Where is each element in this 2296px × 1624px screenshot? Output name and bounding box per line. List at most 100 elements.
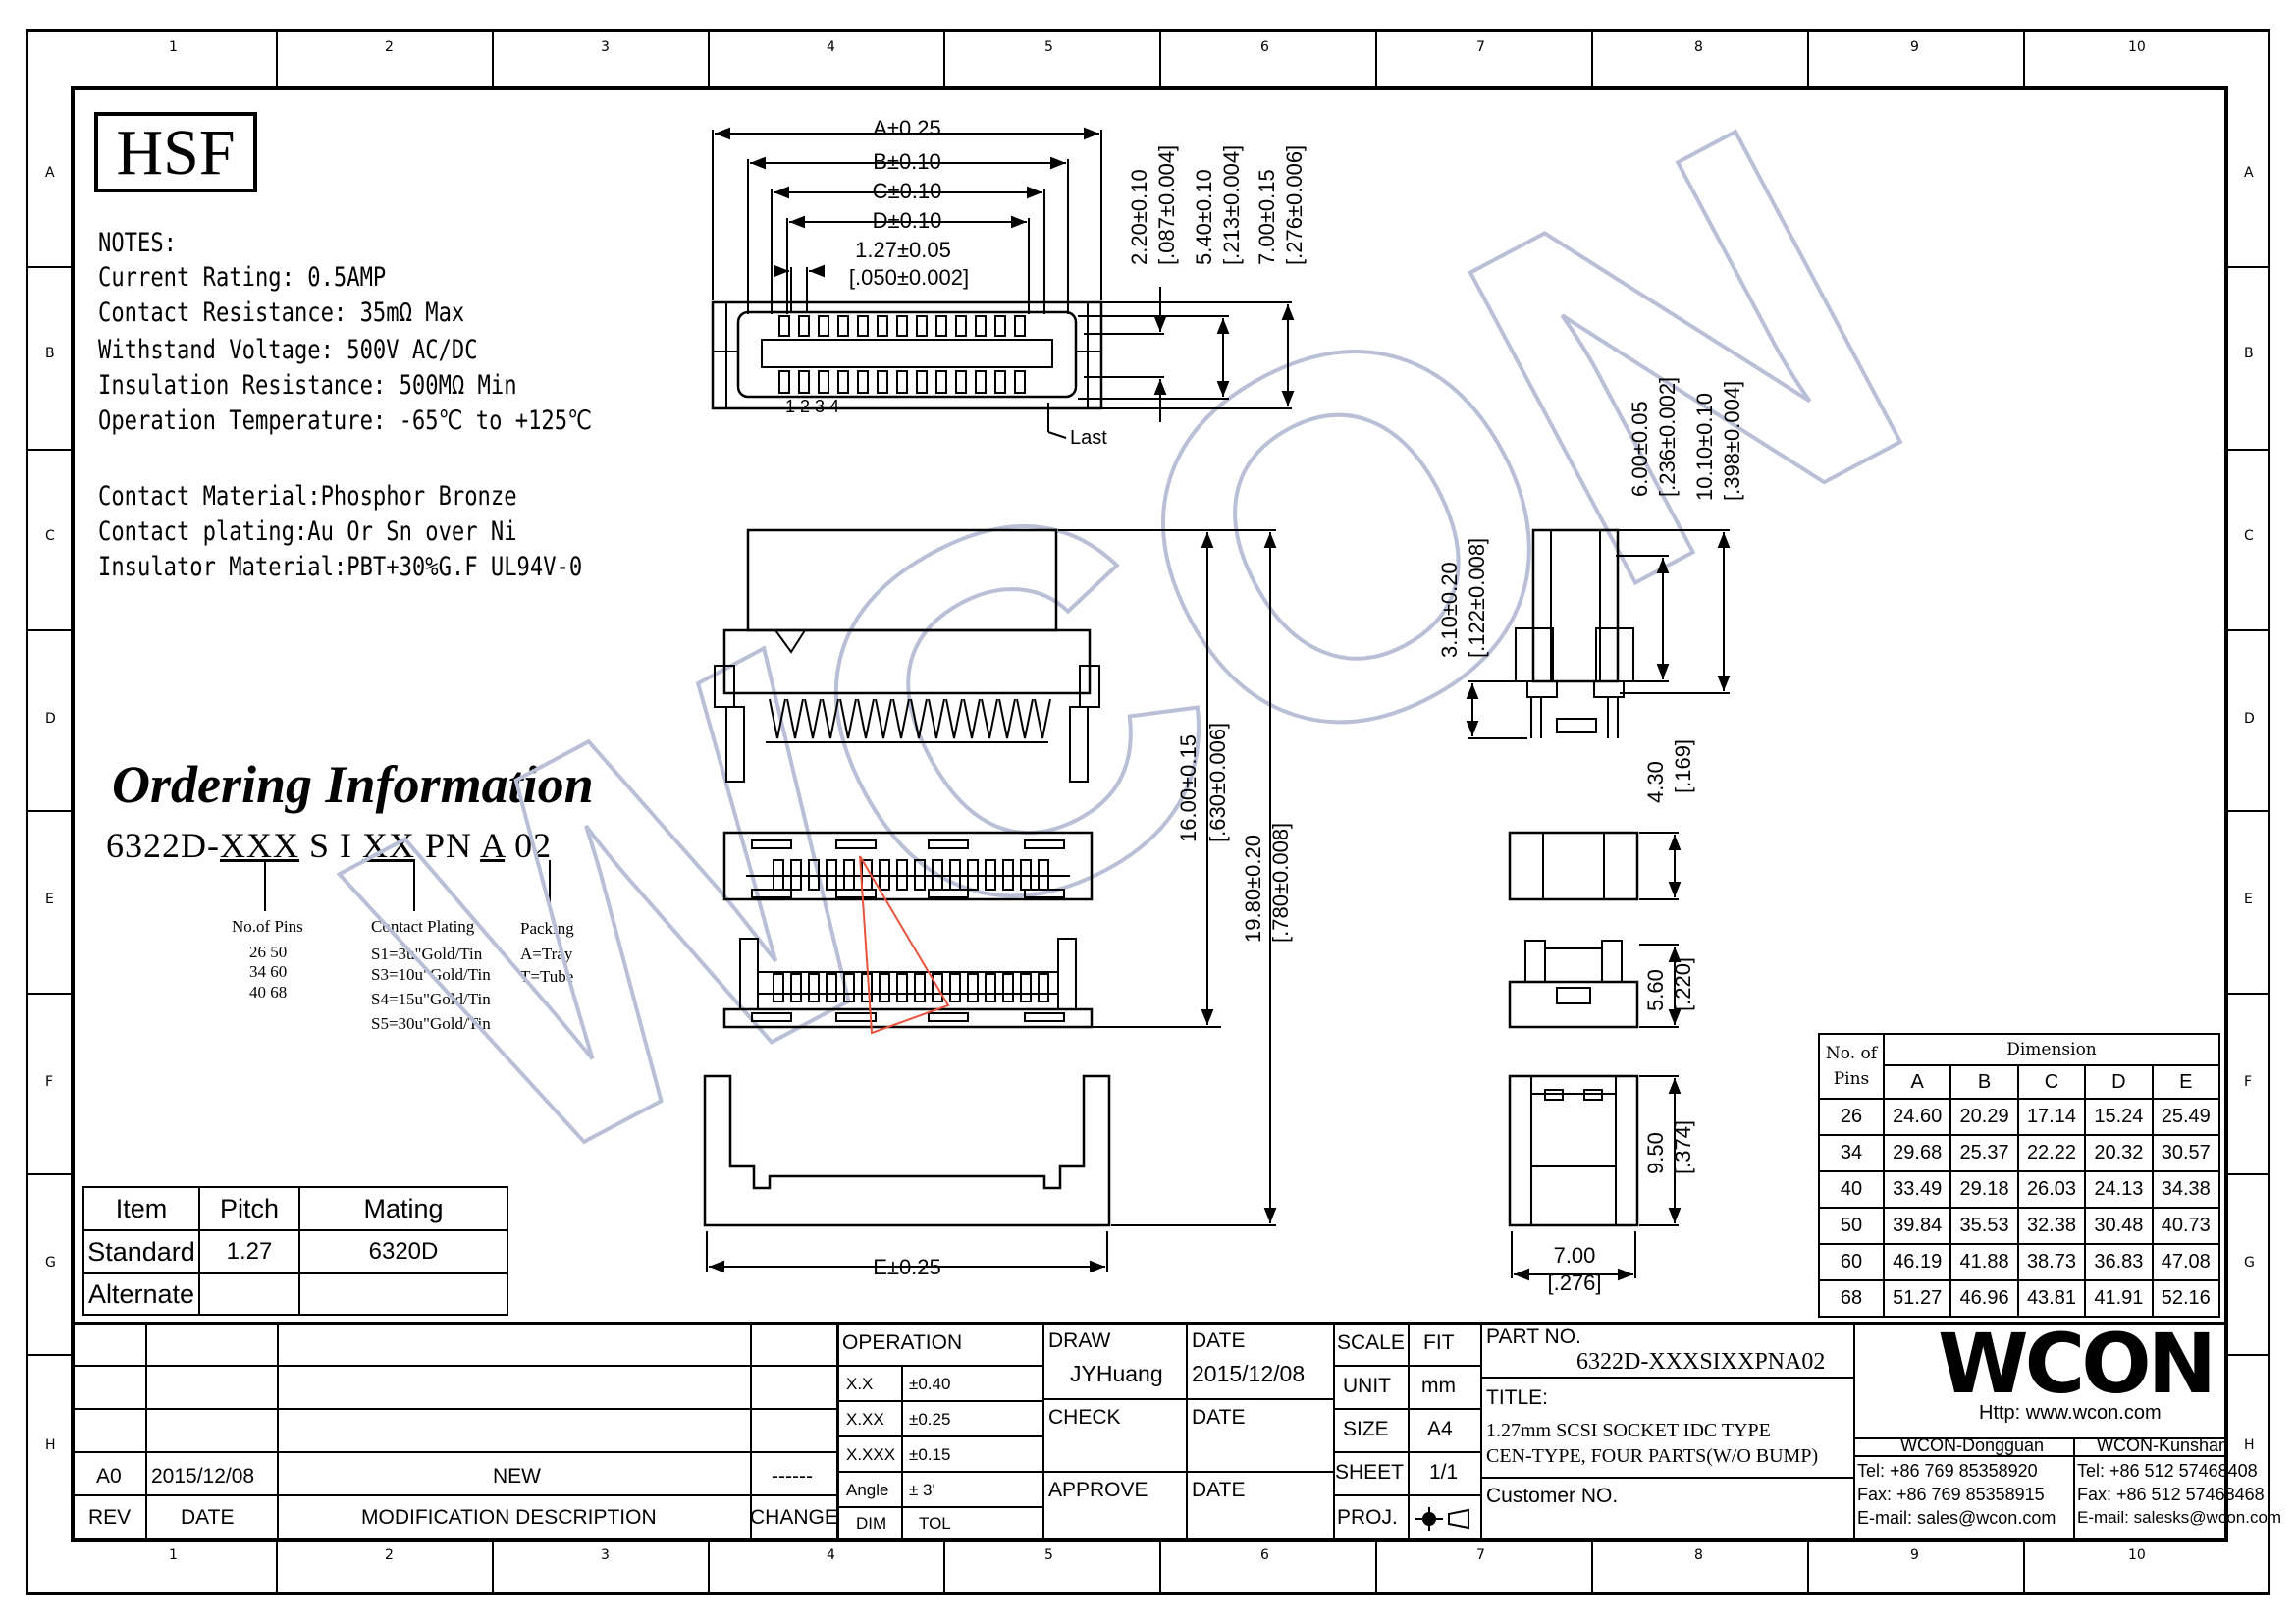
cover-slot — [928, 889, 969, 898]
zone-row-label: B — [45, 346, 55, 361]
body-slot — [751, 1012, 792, 1022]
contact-pin — [955, 370, 967, 394]
contact-tooth — [914, 973, 926, 1002]
tolerance-dim: Angle — [846, 1481, 889, 1499]
pins-header-line: Pins — [1833, 1069, 1870, 1089]
note-line: Current Rating: 0.5AMP — [98, 262, 387, 293]
top-view — [711, 300, 1103, 410]
pins-row: 26 50 — [249, 943, 288, 961]
contact-tooth — [985, 973, 996, 1002]
code-pins: XXX — [220, 826, 299, 865]
contact-tooth — [896, 859, 908, 891]
table-cell — [198, 1272, 300, 1316]
contact-tooth — [1002, 973, 1014, 1002]
contact-tooth — [932, 973, 943, 1002]
zone-row-label: G — [45, 1255, 56, 1271]
side-view-body — [1508, 940, 1682, 1029]
cover-part — [722, 831, 1094, 901]
table-cell: 20.32 — [2084, 1134, 2154, 1172]
zone-column-label: 10 — [2128, 1547, 2146, 1563]
zone-column-label: 9 — [1910, 39, 1919, 55]
table-cell: 41.91 — [2084, 1279, 2154, 1318]
unit-label: UNIT — [1343, 1375, 1391, 1397]
kunshan-tel: Tel: +86 512 57468408 — [2077, 1461, 2258, 1481]
contact-pin — [975, 315, 987, 337]
pins-row: 34 60 — [249, 962, 288, 981]
side-view-cover — [1508, 831, 1682, 901]
pins-label: No.of Pins — [232, 917, 303, 936]
dim-vertical: [.213±0.004] — [1219, 145, 1244, 265]
front-view — [714, 528, 1100, 783]
contact-tooth — [879, 973, 890, 1002]
contact-tooth — [808, 973, 820, 1002]
dim-d: D±0.10 — [873, 208, 942, 233]
contact-tooth — [1002, 859, 1014, 891]
table-cell: 17.14 — [2016, 1098, 2087, 1136]
code-prefix: 6322D- — [106, 826, 220, 865]
pins-row: 40 68 — [249, 983, 288, 1001]
base-part — [703, 1074, 1111, 1273]
dim-vertical: 5.60 — [1643, 969, 1668, 1011]
sheet-label: SHEET — [1335, 1461, 1405, 1484]
table-cell: 30.57 — [2151, 1134, 2221, 1172]
dim-width: [.276] — [1547, 1271, 1601, 1295]
inner-frame — [71, 86, 2228, 1542]
contact-tooth — [932, 859, 943, 891]
table-cell: 22.22 — [2016, 1134, 2087, 1172]
table-cell: 24.60 — [1882, 1098, 1952, 1136]
item-header: Item — [82, 1186, 200, 1231]
contact-tooth — [985, 859, 996, 891]
zone-row-label: C — [45, 528, 55, 544]
table-cell: 29.18 — [1949, 1170, 2019, 1209]
contact-tooth — [981, 698, 998, 739]
table-cell — [298, 1272, 508, 1316]
contact-tooth — [808, 859, 820, 891]
table-cell: 60 — [1818, 1243, 1885, 1281]
table-cell: 40.73 — [2151, 1207, 2221, 1245]
contact-tooth — [1038, 973, 1049, 1002]
cover-slot — [751, 889, 792, 898]
contact-tooth — [843, 973, 855, 1002]
dimension-column-header: C — [2016, 1064, 2087, 1100]
material-line: Contact Material:Phosphor Bronze — [98, 481, 517, 512]
unit-value: mm — [1421, 1375, 1456, 1397]
table-cell: 41.88 — [1949, 1243, 2019, 1281]
zone-column-label: 3 — [601, 1547, 610, 1563]
zone-row-label: H — [45, 1437, 56, 1453]
table-cell: 26 — [1818, 1098, 1885, 1136]
contact-tooth — [963, 698, 981, 739]
dim-vertical: [.220] — [1671, 957, 1695, 1011]
dim-vertical: [.169] — [1671, 739, 1695, 793]
table-cell: 68 — [1818, 1279, 1885, 1318]
zone-column-label: 5 — [1044, 39, 1053, 55]
zone-row-label: B — [2244, 346, 2254, 361]
tolerance-dim: X.XXX — [846, 1445, 896, 1464]
table-cell: 20.29 — [1949, 1098, 2019, 1136]
dim-vertical: 10.10±0.10 — [1692, 393, 1717, 501]
table-cell: 26.03 — [2016, 1170, 2087, 1209]
material-line: Insulator Material:PBT+30%G.F UL94V-0 — [98, 552, 583, 582]
contact-tooth — [896, 973, 908, 1002]
zone-column-label: 2 — [385, 39, 394, 55]
contact-tooth — [773, 973, 784, 1002]
part-number: 6322D-XXXSIXXPNA02 — [1576, 1349, 1826, 1375]
last-label: Last — [1070, 427, 1107, 449]
table-cell: 40 — [1818, 1170, 1885, 1209]
zone-row-label: D — [2244, 711, 2255, 727]
contact-pin — [916, 370, 928, 394]
contact-tooth — [790, 859, 802, 891]
dim-pitch-inch: [.050±0.002] — [849, 265, 969, 290]
dim-vertical: 2.20±0.10 — [1127, 169, 1151, 265]
code-packing: A — [480, 826, 506, 865]
contact-pin — [975, 370, 987, 394]
dim-width: 7.00 — [1554, 1243, 1596, 1268]
cover-slots — [751, 839, 1065, 898]
packing-row: A=Tray — [520, 945, 573, 963]
check-date-label: DATE — [1192, 1406, 1246, 1429]
